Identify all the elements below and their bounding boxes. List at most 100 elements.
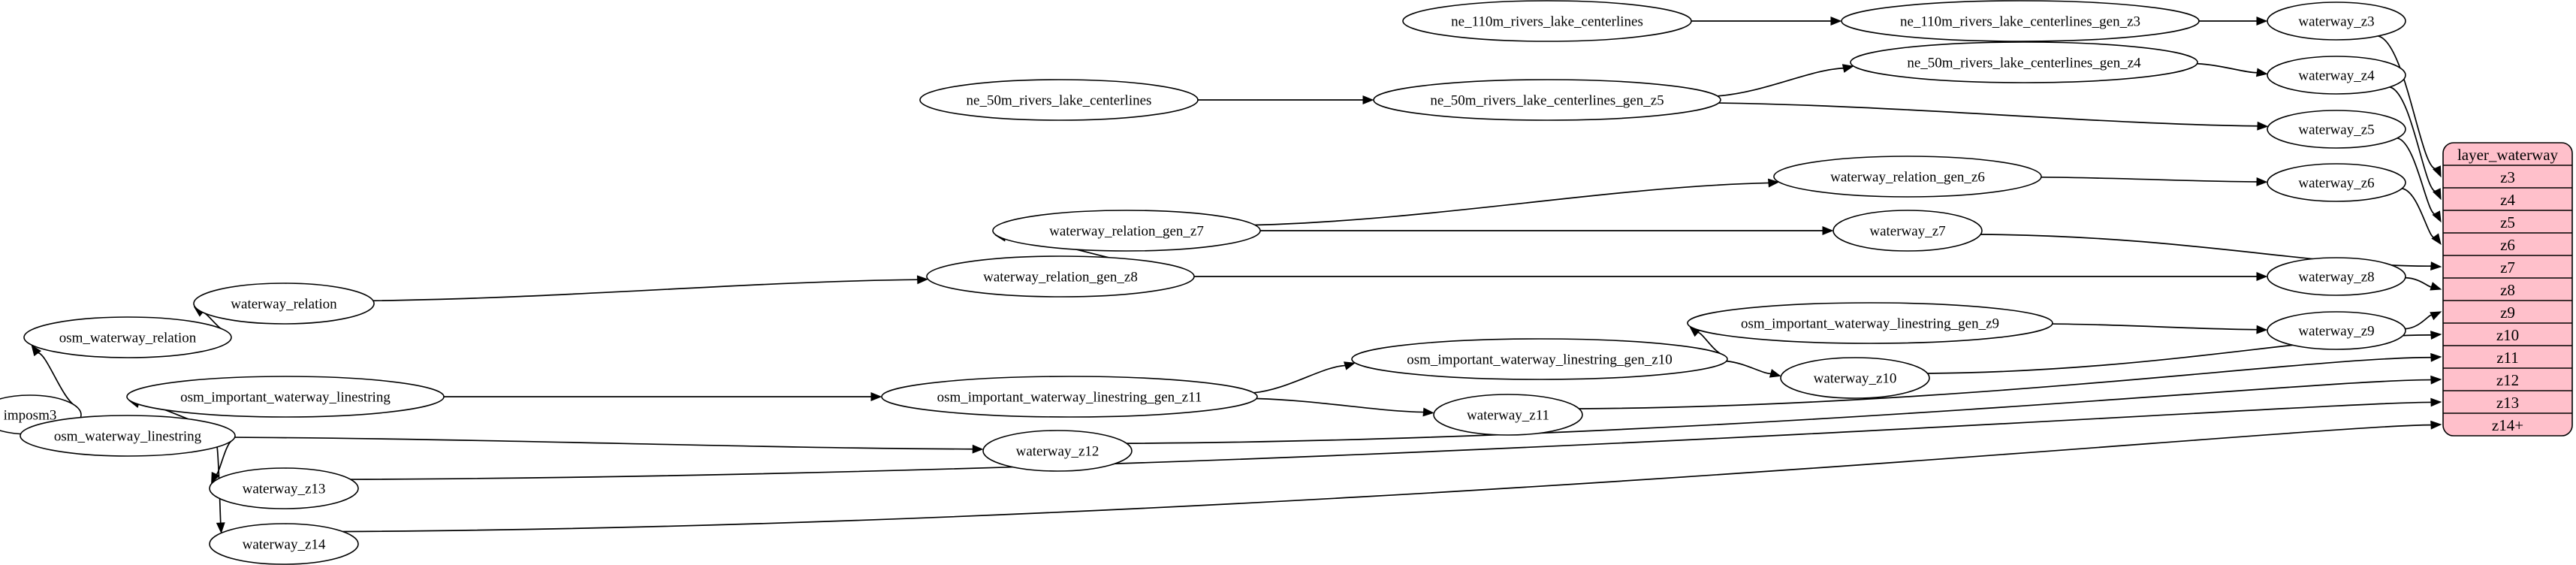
node-osm_important_waterway_linestring_gen_z9[interactable]: osm_important_waterway_linestring_gen_z9 <box>1687 302 2053 344</box>
edge-arrowhead <box>1422 407 1434 417</box>
node-waterway_z13[interactable]: waterway_z13 <box>209 467 359 509</box>
node-waterway_z9[interactable]: waterway_z9 <box>2267 311 2406 350</box>
node-waterway_z14[interactable]: waterway_z14 <box>209 523 359 565</box>
edge-arrowhead <box>2432 188 2442 201</box>
node-waterway_relation_gen_z7[interactable]: waterway_relation_gen_z7 <box>992 210 1261 252</box>
edge-ne_110m_rivers_lake_centerlines_gen_z3-to-waterway_z3 <box>2199 17 2268 26</box>
edge-osm_important_waterway_linestring_gen_z11-to-osm_important_waterway_linestring_gen_z10 <box>1253 361 1356 394</box>
edge-path <box>234 437 974 450</box>
edge-arrowhead <box>2431 233 2442 246</box>
edge-osm_waterway_linestring-to-waterway_z13 <box>211 440 232 484</box>
node-waterway_relation_gen_z6[interactable]: waterway_relation_gen_z6 <box>1773 156 2042 198</box>
node-ellipse <box>1687 302 2053 344</box>
node-ne_50m_rivers_lake_centerlines_gen_z5[interactable]: ne_50m_rivers_lake_centerlines_gen_z5 <box>1373 79 1721 121</box>
edge-waterway_z11-to-layer_waterway_z11 <box>1579 352 2442 409</box>
node-ellipse <box>1402 0 1692 42</box>
edge-osm_important_waterway_linestring-to-osm_important_waterway_linestring_gen_z11 <box>444 392 882 401</box>
node-ellipse <box>1433 394 1583 436</box>
edge-arrowhead <box>1362 95 1374 104</box>
edge-arrowhead <box>2430 420 2442 430</box>
edge-path <box>2405 314 2433 330</box>
node-waterway_relation[interactable]: waterway_relation <box>193 282 375 325</box>
node-ne_50m_rivers_lake_centerlines_gen_z4[interactable]: ne_50m_rivers_lake_centerlines_gen_z4 <box>1850 41 2198 83</box>
edge-path <box>2389 86 2438 192</box>
edge-waterway_relation_gen_z6-to-waterway_z6 <box>2041 176 2268 186</box>
edge-arrowhead <box>2256 325 2268 334</box>
edge-path <box>1256 397 1425 413</box>
record-node-layer_waterway[interactable]: layer_waterwayz3z4z5z6z7z8z9z10z11z12z13… <box>2442 142 2573 437</box>
edge-path <box>350 401 2433 480</box>
edge-waterway_z3-to-layer_waterway_z3 <box>2378 35 2442 178</box>
node-waterway_z11[interactable]: waterway_z11 <box>1433 394 1583 436</box>
node-ellipse <box>1373 79 1721 121</box>
node-waterway_z5[interactable]: waterway_z5 <box>2267 110 2406 149</box>
edge-waterway_relation-to-waterway_relation_gen_z8 <box>373 275 929 302</box>
edge-path <box>1579 356 2433 409</box>
edge-ne_50m_rivers_lake_centerlines_gen_z5-to-waterway_z5 <box>1718 102 2269 131</box>
node-waterway_z6[interactable]: waterway_z6 <box>2267 163 2406 202</box>
edge-path <box>1255 182 1770 226</box>
node-ellipse <box>2267 2 2406 41</box>
edges-layer <box>19 17 2442 534</box>
edge-path <box>2378 35 2438 169</box>
edge-waterway_z14-to-layer_waterway_z14_ <box>342 420 2442 533</box>
edge-arrowhead <box>2433 165 2442 178</box>
edge-arrowhead <box>2430 311 2442 321</box>
node-ellipse <box>919 79 1199 121</box>
edge-path <box>2041 176 2258 183</box>
node-waterway_z7[interactable]: waterway_z7 <box>1832 210 1983 252</box>
edge-arrowhead <box>2430 331 2442 340</box>
edge-arrowhead <box>916 275 929 285</box>
node-waterway_relation_gen_z8[interactable]: waterway_relation_gen_z8 <box>926 255 1195 298</box>
node-ellipse <box>992 210 1261 252</box>
edge-waterway_z9-to-layer_waterway_z9 <box>2405 311 2442 330</box>
node-ellipse <box>193 282 375 325</box>
node-ellipse <box>2267 163 2406 202</box>
edge-path <box>1717 67 1845 97</box>
edge-arrowhead <box>1822 226 1834 235</box>
edge-arrowhead <box>2432 210 2442 223</box>
node-ellipse <box>982 430 1133 472</box>
edge-arrowhead <box>2257 121 2269 131</box>
edge-arrowhead <box>870 392 882 401</box>
edge-arrowhead <box>2430 397 2442 407</box>
edge-path <box>2397 137 2437 215</box>
edge-arrowhead <box>2255 68 2268 77</box>
node-osm_waterway_linestring[interactable]: osm_waterway_linestring <box>20 415 236 457</box>
node-ellipse <box>2267 311 2406 350</box>
edge-waterway_z13-to-layer_waterway_z13 <box>350 397 2442 480</box>
node-waterway_z10[interactable]: waterway_z10 <box>1780 357 1930 399</box>
node-ne_50m_rivers_lake_centerlines[interactable]: ne_50m_rivers_lake_centerlines <box>919 79 1199 121</box>
edge-arrowhead <box>1830 17 1842 26</box>
node-waterway_z8[interactable]: waterway_z8 <box>2267 257 2406 296</box>
node-ne_110m_rivers_lake_centerlines_gen_z3[interactable]: ne_110m_rivers_lake_centerlines_gen_z3 <box>1841 0 2200 42</box>
node-ellipse <box>1780 357 1930 399</box>
edge-waterway_relation_gen_z7-to-waterway_z7 <box>1260 226 1834 235</box>
node-waterway_z3[interactable]: waterway_z3 <box>2267 2 2406 41</box>
record-node-layer: layer_waterwayz3z4z5z6z7z8z9z10z11z12z13… <box>2442 142 2573 437</box>
edge-arrowhead <box>2430 375 2442 385</box>
node-ellipse <box>1841 0 2200 42</box>
edge-path <box>2197 62 2258 74</box>
edge-arrowhead <box>2430 352 2442 362</box>
edge-path <box>1718 102 2259 127</box>
node-osm_waterway_relation[interactable]: osm_waterway_relation <box>23 316 232 358</box>
edge-arrowhead <box>2256 17 2268 26</box>
node-osm_important_waterway_linestring_gen_z11[interactable]: osm_important_waterway_linestring_gen_z1… <box>881 376 1258 418</box>
node-ellipse <box>23 316 232 358</box>
edge-path <box>2052 323 2258 331</box>
edge-arrowhead <box>972 444 984 454</box>
node-waterway_z4[interactable]: waterway_z4 <box>2267 56 2406 95</box>
node-osm_important_waterway_linestring_gen_z10[interactable]: osm_important_waterway_linestring_gen_z1… <box>1351 338 1728 380</box>
record-body <box>2442 142 2573 437</box>
node-ne_110m_rivers_lake_centerlines[interactable]: ne_110m_rivers_lake_centerlines <box>1402 0 1692 42</box>
node-ellipse <box>209 523 359 565</box>
node-waterway_z12[interactable]: waterway_z12 <box>982 430 1133 472</box>
node-ellipse <box>2267 257 2406 296</box>
edge-waterway_relation_gen_z7-to-waterway_relation_gen_z6 <box>1255 178 1780 226</box>
node-osm_important_waterway_linestring[interactable]: osm_important_waterway_linestring <box>126 376 445 418</box>
edge-ne_110m_rivers_lake_centerlines-to-ne_110m_rivers_lake_centerlines_gen_z3 <box>1691 17 1842 26</box>
edge-path <box>2402 188 2436 238</box>
edge-ne_50m_rivers_lake_centerlines_gen_z4-to-waterway_z4 <box>2197 62 2268 77</box>
